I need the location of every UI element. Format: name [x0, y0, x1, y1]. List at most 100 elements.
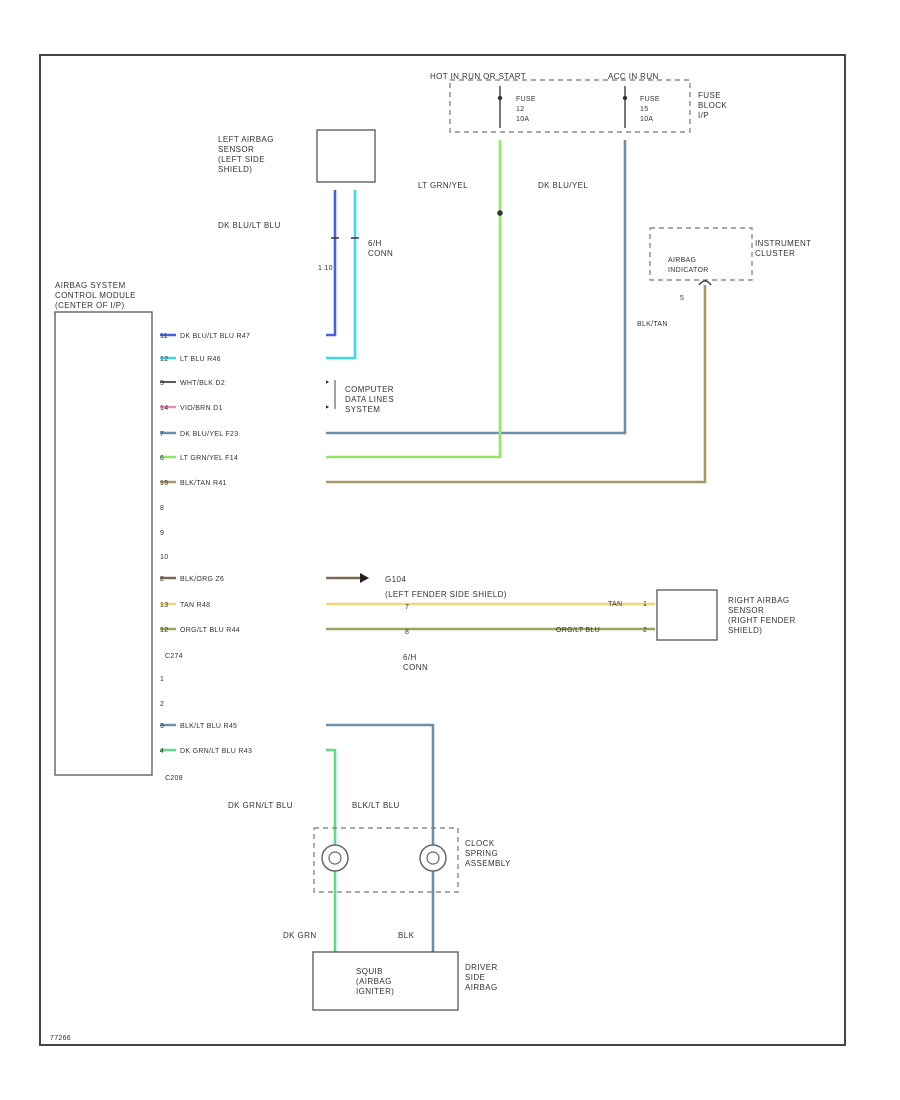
module-pin-number: 8	[160, 505, 164, 512]
module-pin-wire-label: DK GRN/LT BLU R43	[180, 748, 252, 755]
airbag-box	[312, 951, 459, 1011]
module-pin-label-bg	[176, 451, 326, 462]
clockspring-outline	[313, 827, 459, 893]
right-sensor-pin-a: 1	[643, 601, 647, 608]
acc-in-run-label: ACC IN RUN	[608, 72, 659, 81]
right-sensor-box	[656, 589, 718, 641]
module-pin-label-bg	[176, 476, 326, 487]
module-pin-wire-label: ORG/LT BLU R44	[180, 627, 240, 634]
dk-blu-yel-wire-label: DK BLU/YEL	[538, 181, 588, 190]
module-pin-number: 15	[160, 480, 168, 487]
cluster-outline	[649, 227, 753, 281]
cluster-wire-label: BLK/TAN	[637, 321, 668, 328]
wire-dk-grn-lt-blu	[160, 748, 337, 955]
right-sensor-pin-b: 2	[643, 627, 647, 634]
module-pin-number: 10	[160, 554, 168, 561]
clockspring-coil-left-inner	[328, 851, 342, 865]
module-pin-wire-label: BLK/LT BLU R45	[180, 723, 237, 730]
left-sensor-box	[316, 129, 376, 183]
left-sensor-wire-label: DK BLU/LT BLU	[218, 221, 281, 230]
connector-c274: C274	[165, 653, 183, 660]
module-pin-number: 1	[160, 676, 164, 683]
clockspring-wire-left: DK GRN/LT BLU	[228, 801, 293, 810]
module-pin-wire-label: VIO/BRN D1	[180, 405, 223, 412]
module-pin-number: 4	[160, 748, 164, 755]
module-pin-number: 14	[160, 405, 168, 412]
left-sensor-conn-pins: 1 10	[318, 265, 333, 272]
module-pin-label-bg	[176, 623, 326, 634]
module-pin-number: 7	[160, 431, 164, 438]
module-pin-wire-label: TAN R48	[180, 602, 210, 609]
module-pin-wire-label: DK BLU/YEL F23	[180, 431, 238, 438]
clockspring-coil-right	[419, 844, 447, 872]
module-pin-label-bg	[176, 401, 326, 412]
right-sensor-org-label: ORG/LT BLU	[556, 627, 600, 634]
arrow-g104	[360, 573, 369, 583]
lt-grn-yel-wire-label: LT GRN/YEL	[418, 181, 468, 190]
module-pin-label-bg	[176, 329, 326, 340]
module-pin-number: 6	[160, 455, 164, 462]
wires	[160, 140, 707, 955]
clockspring-coil-left	[321, 844, 349, 872]
hot-in-run-label: HOT IN RUN OR START	[430, 72, 526, 81]
module-pin-wire-label: DK BLU/LT BLU R47	[180, 333, 250, 340]
module-pin-number: 11	[160, 333, 168, 340]
cluster-pin: 5	[680, 295, 684, 302]
lt-grn-splice	[497, 210, 503, 216]
module-pin-label-bg	[176, 427, 326, 438]
cluster-pin-symbol	[698, 280, 712, 286]
diagram-frame	[39, 54, 846, 1046]
wire-blk-lt-blu	[160, 723, 435, 955]
module-pin-wire-label: BLK/ORG Z6	[180, 576, 224, 583]
right-conn-pin-a: 7	[405, 604, 409, 611]
clockspring-wire-right: BLK/LT BLU	[352, 801, 400, 810]
fuse-block-outline	[449, 79, 691, 133]
module-pin-number: 2	[160, 701, 164, 708]
clockspring-bottom-left: DK GRN	[283, 931, 317, 940]
module-pin-number: 2	[160, 576, 164, 583]
wire-blk-tan	[160, 285, 707, 484]
module-pin-number: 13	[160, 602, 168, 609]
module-pin-wire-label: WHT/BLK D2	[180, 380, 225, 387]
right-conn-pin-b: 8	[405, 629, 409, 636]
clockspring-bottom-right: BLK	[398, 931, 415, 940]
module-pin-wire-label: LT BLU R46	[180, 356, 221, 363]
clockspring-coil-right-inner	[426, 851, 440, 865]
module-pin-number: 9	[160, 530, 164, 537]
module-pin-label-bg	[176, 376, 326, 387]
module-pin-label-bg	[176, 744, 326, 755]
module-box	[54, 311, 153, 776]
module-pin-wire-label: LT GRN/YEL F14	[180, 455, 238, 462]
wire-dk-blu-lt-blu	[160, 190, 337, 337]
fuse-a-terminal	[497, 95, 503, 101]
module-pin-wire-label: BLK/TAN R41	[180, 480, 227, 487]
right-sensor-tan-label: TAN	[608, 601, 622, 608]
module-pin-label-bg	[176, 352, 326, 363]
module-pin-number: 3	[160, 380, 164, 387]
figure-id: 77266	[50, 1035, 71, 1042]
ground-location: (LEFT FENDER SIDE SHIELD)	[385, 590, 507, 599]
module-pin-number: 12	[160, 356, 168, 363]
module-pin-label-bg	[176, 719, 326, 730]
fuse-b-terminal	[622, 95, 628, 101]
